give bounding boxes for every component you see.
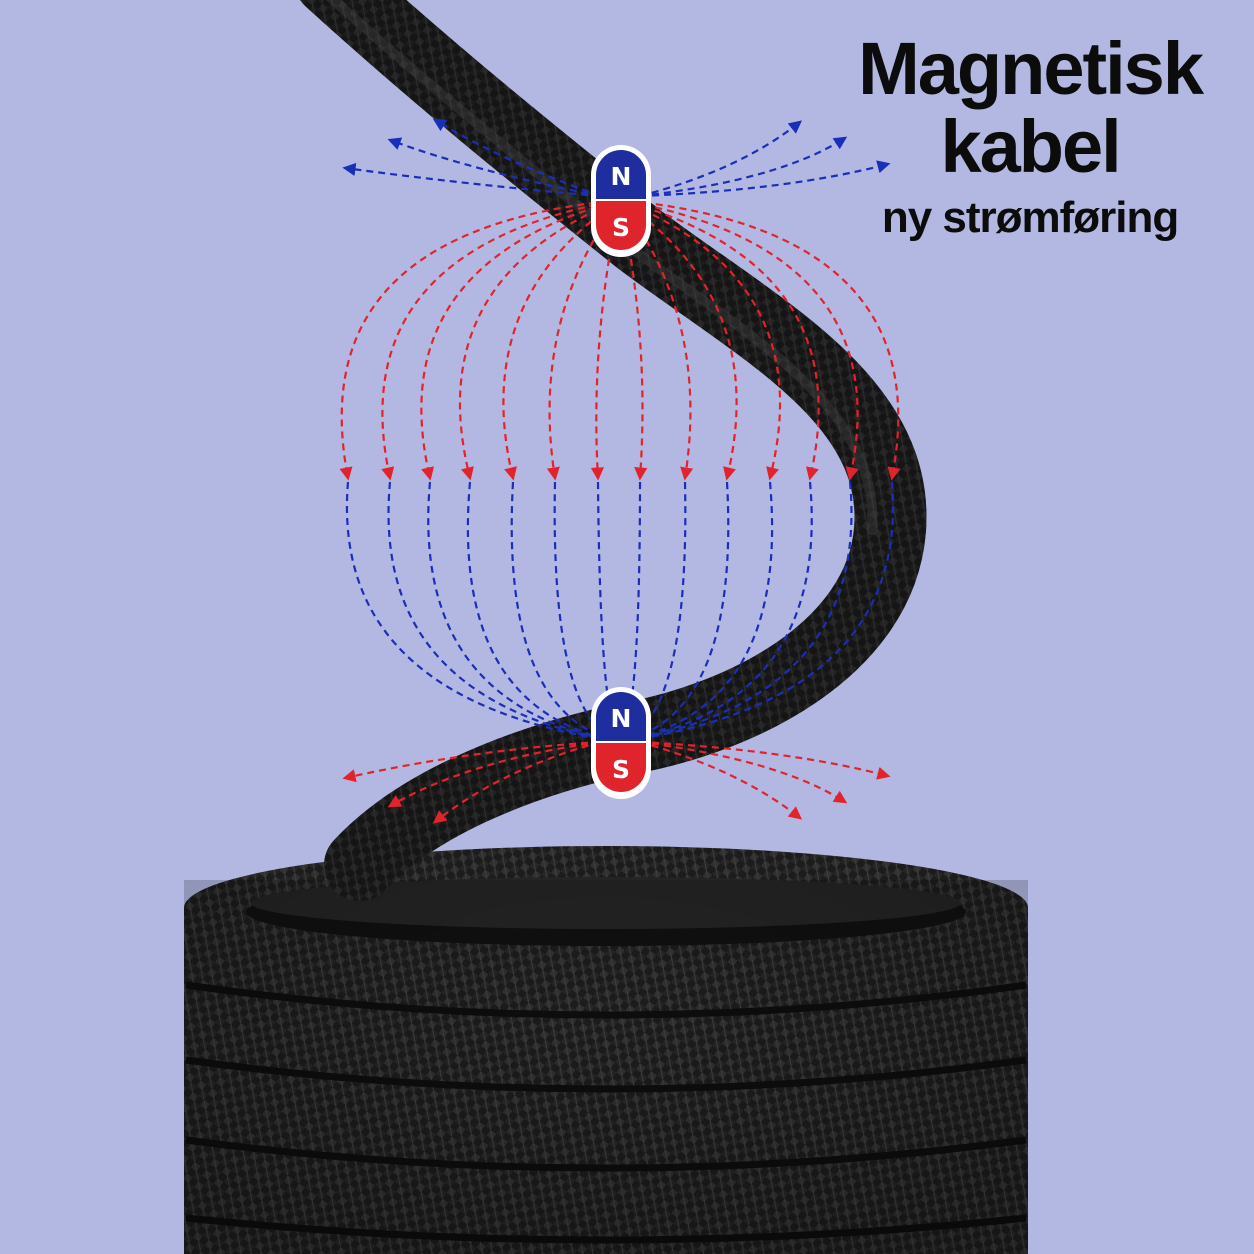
north-pole-label: N: [611, 162, 632, 191]
product-subtitle: ny strømføring: [881, 193, 1179, 242]
south-pole-label: S: [612, 755, 630, 784]
cable-coil: [184, 846, 1028, 1254]
magnet-bottom: N S: [591, 687, 651, 799]
south-pole-label: S: [612, 213, 630, 242]
field-lines: [339, 118, 901, 824]
magnet-top: N S: [591, 145, 651, 257]
north-pole-label: N: [611, 704, 632, 733]
